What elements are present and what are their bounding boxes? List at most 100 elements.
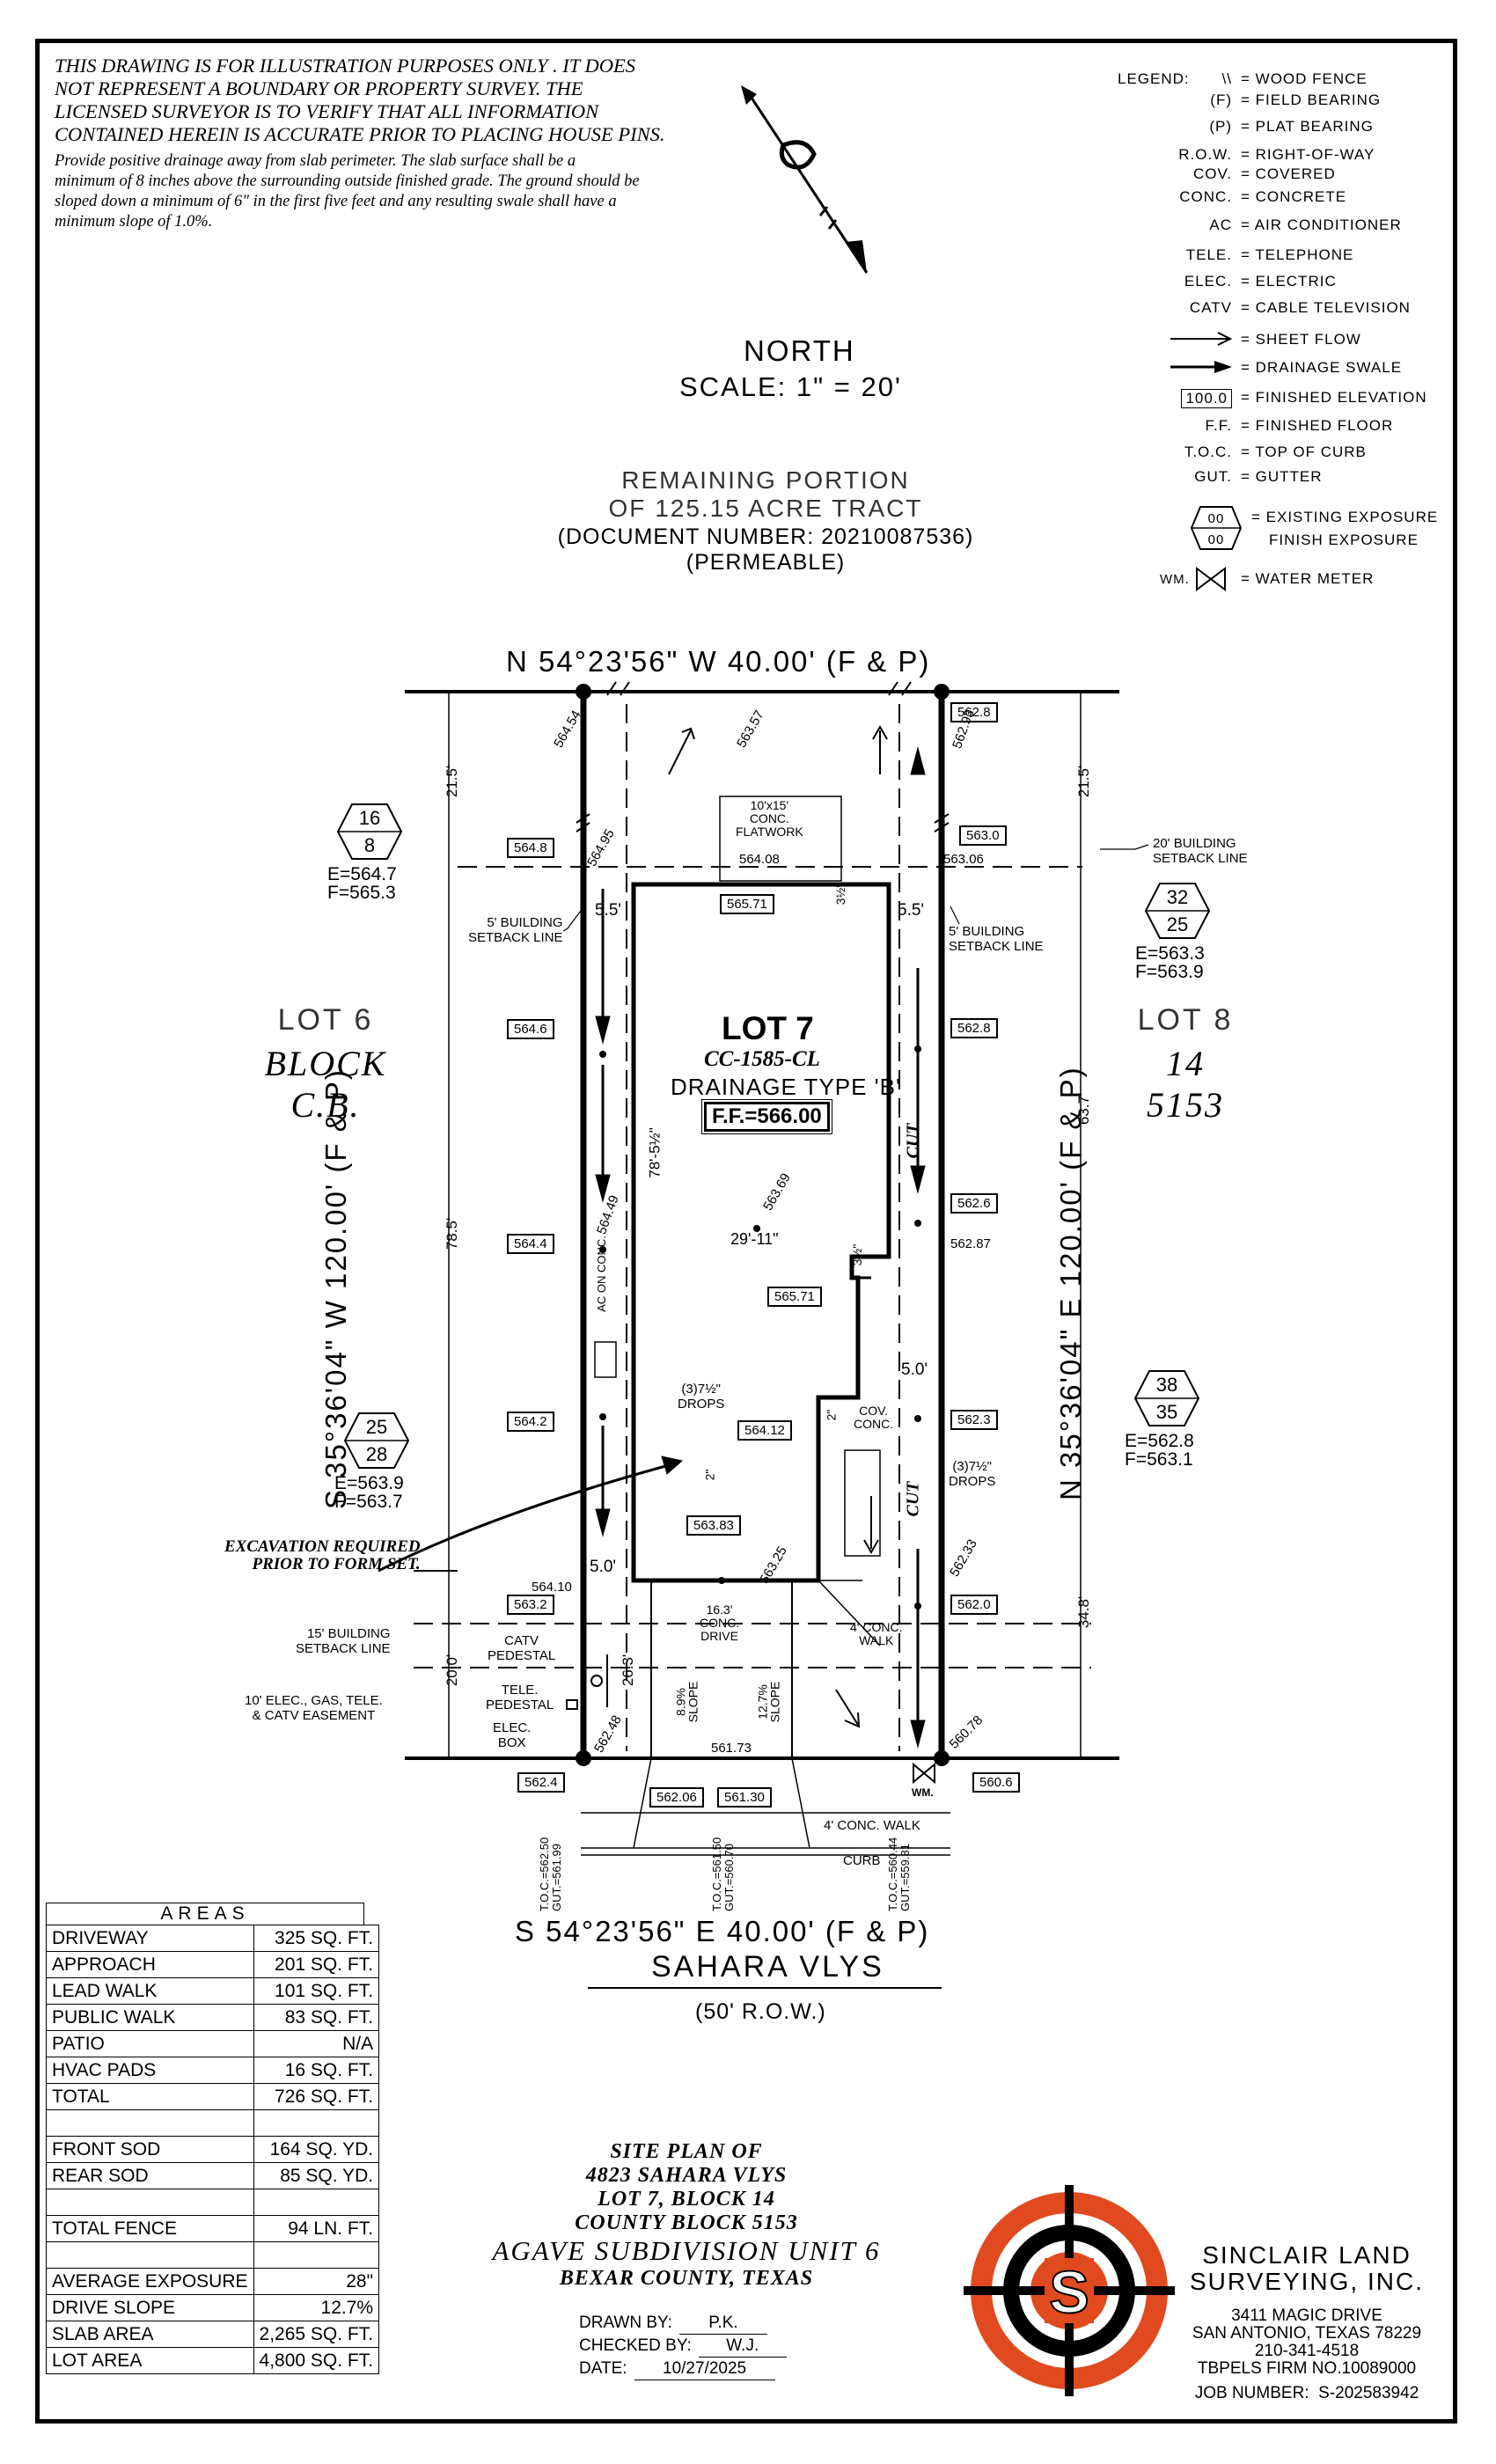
sheet-flow-arrow-icon (1170, 332, 1232, 346)
dim-right-bot: 34.8' (1075, 1595, 1093, 1629)
hex-finish: 8 (364, 834, 375, 856)
note-drops-left: (3)7½" DROPS (678, 1382, 725, 1412)
drawn-value: P.K. (678, 2312, 767, 2335)
areas-label: TOTAL FENCE (46, 2215, 254, 2242)
areas-value: 12.7% (253, 2294, 380, 2321)
bearing-south: S 54°23'56" E 40.00' (F & P) (515, 1915, 930, 1947)
areas-value: 4,800 SQ. FT. (253, 2347, 380, 2374)
areas-value (253, 2241, 380, 2269)
remaining-portion: REMAINING PORTION OF 125.15 ACRE TRACT (… (546, 466, 986, 576)
note-elec: ELEC. BOX (493, 1720, 532, 1750)
areas-label: PUBLIC WALK (46, 2004, 254, 2031)
elevation-box: 562.8 (950, 702, 998, 722)
note-flatwork: 10'x15' CONC. FLATWORK (736, 798, 803, 839)
bearing-north: N 54°23'56" W 40.00' (F & P) (506, 645, 931, 678)
spot-elevation: 562.87 (950, 1236, 991, 1251)
areas-value: 325 SQ. FT. (253, 1925, 380, 1952)
spot-elevation: 561.73 (711, 1741, 752, 1756)
elevation-box: 562.8 (950, 1018, 998, 1038)
remaining-line3: (DOCUMENT NUMBER: 20210087536) (557, 524, 974, 549)
exposure-hex-top: 00 (1208, 511, 1225, 526)
lot6-l2: BLOCK (264, 1044, 387, 1083)
legend-exposure-desc2: FINISH EXPOSURE (1269, 532, 1419, 548)
legend-desc: = ELECTRIC (1241, 273, 1337, 290)
company-logo-icon: S (964, 2185, 1175, 2396)
disclaimer-line: LICENSED SURVEYOR IS TO VERIFY THAT ALL … (55, 100, 599, 122)
company-phone: 210-341-4518 (1254, 2342, 1360, 2360)
areas-label: SLAB AREA (46, 2321, 254, 2348)
areas-label (46, 2109, 254, 2137)
north-arrow-icon (741, 85, 869, 274)
water-meter-icon (1196, 567, 1226, 591)
legend-symbol: TELE. (1185, 246, 1232, 263)
note-easement: 10' ELEC., GAS, TELE. & CATV EASEMENT (245, 1693, 383, 1723)
job-label: JOB NUMBER: (1194, 2384, 1309, 2402)
disclaimer: THIS DRAWING IS FOR ILLUSTRATION PURPOSE… (55, 55, 665, 146)
site-plan-l6: BEXAR COUNTY, TEXAS (559, 2267, 814, 2290)
hex-e: E=563.3 (1135, 943, 1205, 964)
dim-setback-5-0b: 5.0' (901, 1360, 928, 1379)
drawn-label: DRAWN BY: (579, 2314, 672, 2332)
disclaimer-line: NOT REPRESENT A BOUNDARY OR PROPERTY SUR… (55, 77, 583, 99)
legend-desc: = SHEET FLOW (1241, 331, 1361, 348)
areas-value: N/A (253, 2030, 380, 2057)
site-plan-l4: COUNTY BLOCK 5153 (575, 2211, 798, 2234)
legend-desc: = CABLE TELEVISION (1241, 299, 1411, 316)
hex-f: F=565.3 (327, 883, 396, 903)
areas-value: 85 SQ. YD. (253, 2162, 380, 2189)
street-underline (588, 1987, 942, 1989)
checked-value: W.J. (698, 2335, 787, 2358)
elevation-box: 563.2 (507, 1595, 554, 1615)
note-ac: AC ON CONC. (594, 1236, 608, 1312)
company-name1: SINCLAIR LAND (1202, 2241, 1412, 2269)
areas-label: AVERAGE EXPOSURE (46, 2268, 254, 2295)
dim-setback-5-5b: 5.5' (898, 901, 925, 920)
elevation-box: 564.4 (507, 1234, 554, 1254)
disclaimer-line: CONTAINED HEREIN IS ACCURATE PRIOR TO PL… (55, 123, 665, 145)
dim-front-26: 26.3' (620, 1654, 637, 1687)
date-label: DATE: (579, 2359, 627, 2378)
note-tele: TELE. PEDESTAL (486, 1683, 554, 1712)
note-slope-a: 8.9% SLOPE (673, 1681, 700, 1723)
legend-desc: = COVERED (1241, 165, 1336, 182)
legend-symbol: F.F. (1205, 417, 1232, 434)
areas-value (253, 2109, 380, 2137)
hex-finish: 28 (366, 1443, 387, 1465)
legend-desc: = FINISHED ELEVATION (1241, 389, 1427, 406)
areas-label (46, 2189, 254, 2216)
lot8-l3: 5153 (1147, 1085, 1224, 1125)
areas-label: REAR SOD (46, 2162, 254, 2189)
hex-existing: 38 (1156, 1374, 1177, 1396)
lot6-label: LOT 6 BLOCK C.B. (246, 1003, 405, 1126)
lot8-l1: LOT 8 (1137, 1003, 1234, 1037)
areas-value: 2,265 SQ. FT. (253, 2321, 380, 2348)
spot-elevation: 564.10 (532, 1580, 572, 1595)
note-toc2: T.O.C.=561.50 GUT.=560.70 (710, 1837, 736, 1911)
areas-label: HVAC PADS (46, 2057, 254, 2084)
areas-label: DRIVE SLOPE (46, 2294, 254, 2321)
hex-icon: 168 (336, 803, 403, 860)
dim-two-b: 2" (824, 1409, 839, 1421)
areas-value: 83 SQ. FT. (253, 2004, 380, 2031)
hex-existing: 32 (1167, 886, 1188, 908)
drawing-frame (35, 39, 1457, 2424)
elevation-box: 560.6 (972, 1772, 1020, 1793)
hex-f: F=563.7 (334, 1492, 403, 1512)
company-block: SINCLAIR LAND SURVEYING, INC. 3411 MAGIC… (1170, 2242, 1443, 2404)
legend-desc: = TELEPHONE (1241, 246, 1354, 263)
job-number: S-202583942 (1318, 2384, 1419, 2402)
elevation-box: 562.6 (950, 1193, 998, 1214)
remaining-line1: REMAINING PORTION (621, 466, 910, 494)
legend-title: LEGEND: (1118, 70, 1190, 87)
legend-symbol: (F) (1210, 92, 1232, 108)
hex-e: E=563.9 (334, 1473, 404, 1493)
legend-wm-desc: = WATER METER (1241, 570, 1375, 587)
legend-symbol: GUT. (1194, 468, 1232, 485)
